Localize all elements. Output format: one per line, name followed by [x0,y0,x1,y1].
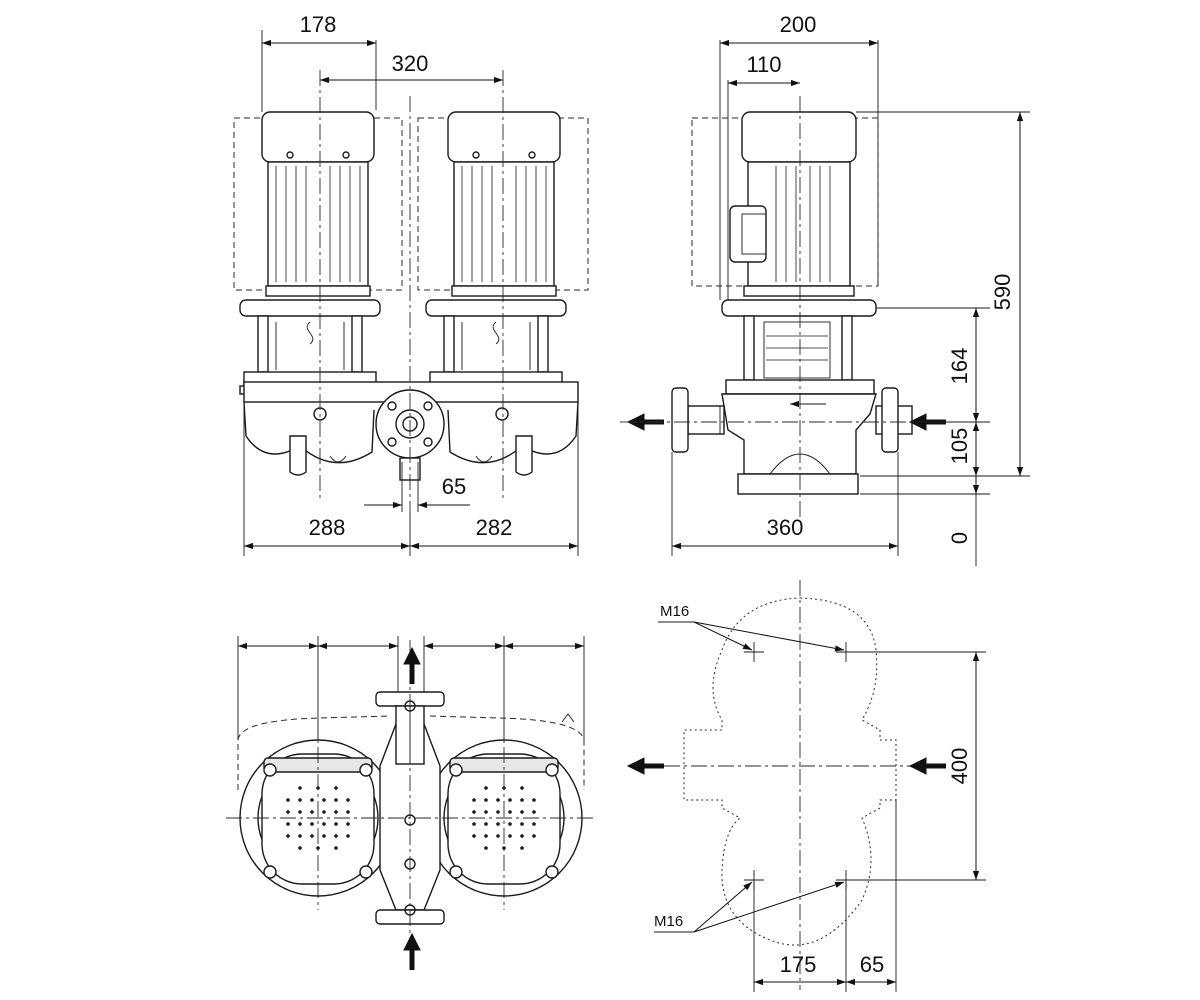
dim-105: 105 [947,428,972,465]
vent-grid-right [472,786,536,850]
dim-288: 288 [309,515,346,540]
flow-arrow-icon [626,757,664,775]
flow-arrow-icon [908,757,946,775]
dim-164: 164 [947,348,972,385]
vent-grid-left [286,786,350,850]
dim-0: 0 [947,532,972,544]
dim-65-foundation: 65 [860,952,884,977]
pump-head-left [239,299,381,395]
foundation-view: M16 M16 400 175 65 [626,580,986,992]
dim-110: 110 [746,52,781,77]
bolt-label-bottom: M16 [654,913,683,930]
side-view: 200 110 590 164 105 0 360 [620,12,1030,566]
dim-65-front: 65 [442,474,466,499]
front-view: 178 320 65 288 282 [233,12,589,556]
motor-right [447,111,561,297]
dim-400: 400 [947,748,972,785]
pump-head-right [425,299,567,395]
dim-175: 175 [780,952,817,977]
foundation-outline [683,597,897,946]
dim-282: 282 [476,515,513,540]
dim-200: 200 [780,12,817,37]
flow-arrow-icon [403,932,421,970]
top-view [226,636,596,970]
dim-590: 590 [990,274,1015,311]
bolt-label-top: M16 [660,603,689,620]
flow-arrow-icon [403,646,421,684]
motor-left [261,111,375,297]
dim-320: 320 [392,51,429,76]
dim-178: 178 [300,12,337,37]
dim-360: 360 [767,515,804,540]
bolt-hole-icon [744,642,764,662]
